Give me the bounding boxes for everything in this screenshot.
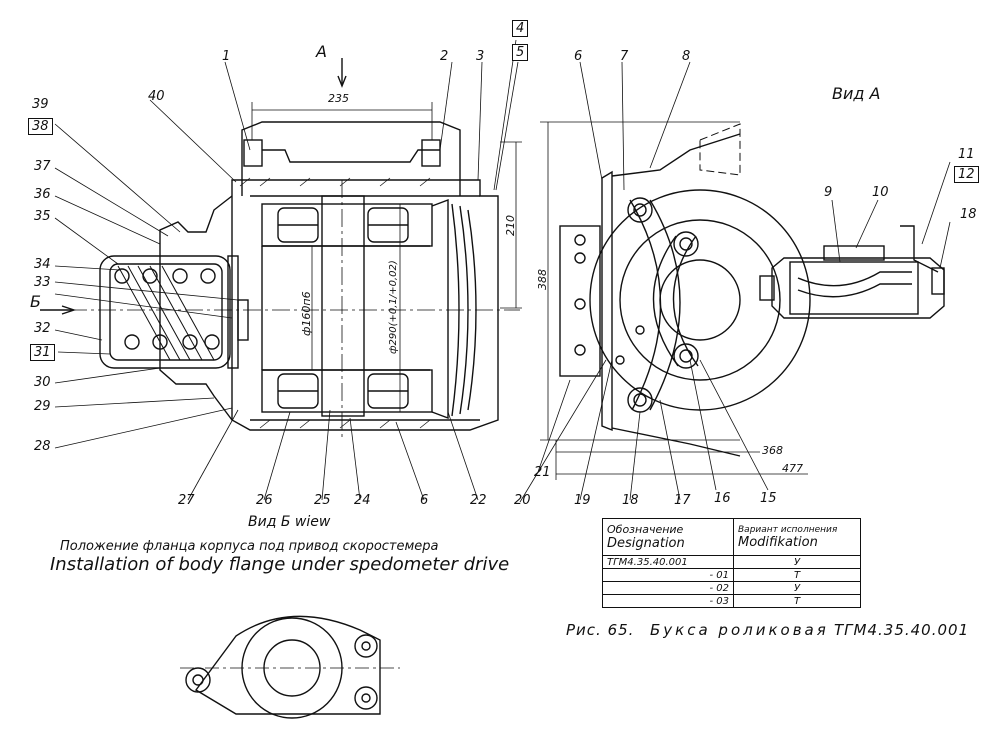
callout-2: 2 xyxy=(440,49,449,64)
callout-6-bottom: 6 xyxy=(420,493,429,508)
callout-18: 18 xyxy=(622,493,639,508)
callout-25: 25 xyxy=(314,493,331,508)
table-row: - 03 Т xyxy=(602,594,861,608)
callout-29: 29 xyxy=(34,399,51,414)
axlebox-side-view xyxy=(540,121,811,480)
callout-10: 10 xyxy=(872,185,889,200)
callout-32: 32 xyxy=(34,321,51,336)
callout-1: 1 xyxy=(222,49,231,64)
axlebox-section xyxy=(40,58,522,440)
callout-20: 20 xyxy=(514,493,531,508)
callout-15: 15 xyxy=(760,491,777,506)
callout-33: 33 xyxy=(34,275,51,290)
callout-9: 9 xyxy=(824,185,833,200)
callout-7: 7 xyxy=(620,49,629,64)
table-header-designation: Обозначение Designation xyxy=(602,518,734,556)
callout-16: 16 xyxy=(714,491,731,506)
callout-24: 24 xyxy=(354,493,371,508)
callout-12: 12 xyxy=(954,166,979,183)
callout-28: 28 xyxy=(34,439,51,454)
view-b-arrow-label: Б xyxy=(30,292,41,311)
callout-36: 36 xyxy=(34,187,51,202)
callout-leaders-right xyxy=(519,61,769,503)
callout-11: 11 xyxy=(958,147,975,162)
dim-d290: ф290(+0,1/+0,02) xyxy=(388,260,399,354)
view-a-arrow-label: A xyxy=(316,42,327,61)
callout-37: 37 xyxy=(34,159,51,174)
callout-38: 38 xyxy=(28,118,53,135)
callout-22: 22 xyxy=(470,493,487,508)
figure-title: Букса роликовая xyxy=(650,621,829,639)
figure-code: ТГМ4.35.40.001 xyxy=(834,621,970,639)
designation-table: Обозначение Designation Вариант исполнен… xyxy=(602,518,861,608)
figure-number: Рис. 65. xyxy=(566,621,635,639)
callout-30: 30 xyxy=(34,375,51,390)
callout-27: 27 xyxy=(178,493,195,508)
callout-8: 8 xyxy=(682,49,691,64)
callout-39: 39 xyxy=(32,97,49,112)
dim-368: 368 xyxy=(762,444,783,457)
callout-34: 34 xyxy=(34,257,51,272)
table-row: ТГМ4.35.40.001 У xyxy=(602,555,861,569)
table-row: - 01 Т xyxy=(602,568,861,582)
dim-210: 210 xyxy=(504,215,517,236)
flange-title-ru: Положение фланца корпуса под привод скор… xyxy=(60,539,439,554)
callout-5: 5 xyxy=(512,44,529,61)
body-flange-view xyxy=(180,615,400,719)
callout-21: 21 xyxy=(534,465,551,480)
table-row: - 02 У xyxy=(602,581,861,595)
callout-6-top: 6 xyxy=(574,49,583,64)
view-a-detail xyxy=(759,225,945,319)
dim-d160: ф160п6 xyxy=(300,291,313,336)
dim-235: 235 xyxy=(328,92,349,105)
callout-17: 17 xyxy=(674,493,691,508)
callout-31: 31 xyxy=(30,344,55,361)
view-a-title: Вид А xyxy=(832,84,881,103)
callout-4: 4 xyxy=(512,20,529,37)
callout-leaders-viewa xyxy=(831,161,951,269)
callout-35: 35 xyxy=(34,209,51,224)
table-header-modification: Вариант исполнения Modifikation xyxy=(733,518,861,556)
callout-18-viewa: 18 xyxy=(960,207,977,222)
callout-26: 26 xyxy=(256,493,273,508)
dim-388: 388 xyxy=(536,269,549,290)
view-b-title: Вид Б wiew xyxy=(248,514,331,530)
callout-3: 3 xyxy=(476,49,485,64)
flange-title-en: Installation of body flange under spedom… xyxy=(50,554,510,575)
dim-477: 477 xyxy=(782,462,803,475)
callout-40: 40 xyxy=(148,89,165,104)
callout-19: 19 xyxy=(574,493,591,508)
callout-leaders-left xyxy=(54,39,519,501)
